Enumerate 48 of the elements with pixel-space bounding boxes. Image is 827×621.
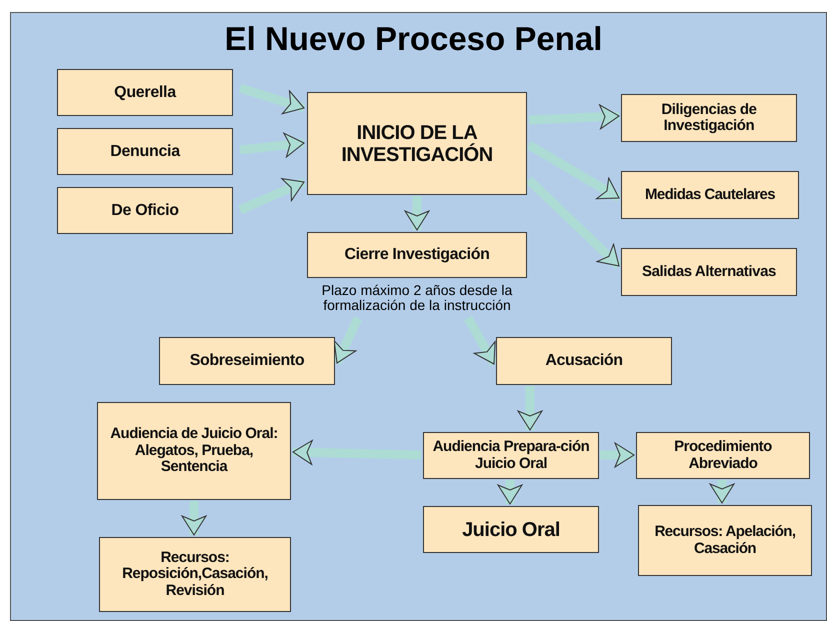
process-box: [621, 171, 799, 219]
box-label: Sobreseimiento: [190, 352, 304, 370]
box-label: Diligencias de Investigación: [660, 102, 758, 134]
process-box: [57, 69, 233, 116]
block-arrow: [292, 440, 422, 465]
block-arrow: [528, 104, 620, 130]
process-box: [496, 337, 672, 385]
box-label: Denuncia: [110, 142, 180, 160]
box-label: Recursos: Apelación, Casación: [654, 524, 796, 557]
process-box: [307, 92, 527, 195]
block-arrow: [238, 178, 306, 214]
box-label: Salidas Alternativas: [642, 264, 776, 280]
block-arrow: [710, 480, 734, 504]
process-box: [97, 402, 291, 500]
block-arrow: [464, 316, 498, 366]
box-label: Recursos: Reposición,Casación, Revisión: [121, 550, 269, 600]
process-box: [307, 232, 527, 278]
diagram-title: El Nuevo Proceso Penal: [224, 20, 604, 58]
block-arrow: [498, 480, 522, 504]
block-arrow: [526, 141, 622, 202]
process-box: [423, 432, 599, 479]
block-arrow: [238, 84, 306, 114]
process-box: [57, 128, 233, 175]
process-box: [638, 505, 812, 576]
block-arrow: [600, 442, 634, 468]
note-text: Plazo máximo 2 años desde la formalización de la instrucción: [320, 283, 514, 314]
process-box: [99, 537, 291, 612]
block-arrow: [518, 386, 542, 430]
process-box: [159, 337, 335, 385]
box-label: Cierre Investigación: [344, 246, 490, 264]
box-label: INICIO DE LA INVESTIGACIÓN: [340, 122, 494, 166]
box-label: Acusación: [545, 352, 623, 370]
block-arrow: [404, 196, 430, 230]
process-box: [57, 187, 233, 234]
box-label: De Oficio: [111, 202, 179, 220]
box-label: Juicio Oral: [462, 518, 560, 540]
box-label: Querella: [114, 84, 176, 102]
process-box: [636, 432, 810, 479]
box-label: Audiencia de Juicio Oral: Alegatos, Prueba, Sentencia: [109, 426, 279, 476]
block-arrow: [182, 501, 206, 536]
process-box: [423, 506, 599, 553]
process-box: [621, 94, 797, 142]
block-arrow: [526, 176, 622, 270]
block-arrow: [240, 132, 304, 158]
process-box: [621, 248, 797, 296]
box-label: Medidas Cautelares: [644, 186, 776, 204]
box-label: Procedimiento Abreviado: [673, 439, 773, 472]
box-label: Audiencia Prepara-ción Juicio Oral: [432, 439, 590, 472]
